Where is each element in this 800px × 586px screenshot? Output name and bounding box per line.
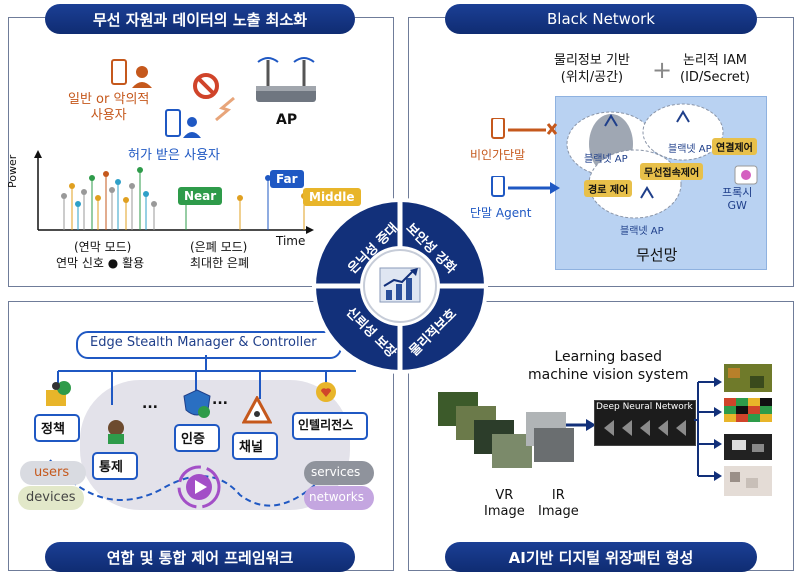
policy-node[interactable] xyxy=(34,414,80,442)
play-cycle-icon xyxy=(177,465,221,509)
unauthorized-user-icon xyxy=(111,59,152,88)
ap-label: AP xyxy=(276,112,298,128)
auth-node[interactable] xyxy=(174,424,220,452)
networks-pill xyxy=(304,486,374,510)
policy-label: 정책 xyxy=(41,422,65,437)
middle-chip: Middle xyxy=(303,188,361,206)
networks-label: networks xyxy=(309,490,364,504)
panel-title-black-network: Black Network xyxy=(445,4,757,34)
auth-shield-icon xyxy=(183,389,211,418)
terminal-agent-label: 단말 Agent xyxy=(470,206,532,220)
panel-title-integrated-framework: 연합 및 통합 제어 프레임워크 xyxy=(45,542,355,572)
devices-pill xyxy=(18,486,84,510)
users-label: users xyxy=(34,465,70,480)
dnn-label: Deep Neural Network xyxy=(596,402,693,412)
ellipsis-left: ... xyxy=(142,396,158,412)
manager-box xyxy=(76,331,342,359)
channel-label: 채널 xyxy=(239,440,263,455)
vision-system-label: Learning based machine vision system xyxy=(528,349,689,383)
black-ap-3-label: 블랙넷 AP xyxy=(620,226,664,237)
camouflage-pattern-outputs xyxy=(724,364,772,496)
logical-iam-label: 논리적 IAM (ID/Secret) xyxy=(680,53,750,85)
manager-label: Edge Stealth Manager & Controller xyxy=(90,335,317,350)
panel-title-ai-camouflage: AI기반 디지털 위장패턴 형성 xyxy=(445,542,757,572)
flow-curve xyxy=(49,459,331,507)
black-ap-1-label: 블랙넷 AP xyxy=(584,154,628,165)
image-stack xyxy=(438,392,574,468)
lightning-icon xyxy=(215,96,235,122)
path-control-chip: 경로 제어 xyxy=(584,180,633,197)
black-network-diagram xyxy=(566,103,758,219)
unauth-terminal-label: 비인가단말 xyxy=(470,148,526,162)
unauth-terminal-icon xyxy=(491,118,558,139)
power-axis-label: Power xyxy=(6,154,19,188)
services-label: services xyxy=(311,465,361,479)
agent-terminal-icon xyxy=(491,176,560,197)
output-branch-arrows xyxy=(694,377,722,481)
intelligence-icon xyxy=(316,382,336,402)
authorized-user-icon xyxy=(165,109,201,138)
users-pill xyxy=(20,461,86,485)
smoke-signals xyxy=(61,167,157,230)
far-chip: Far xyxy=(270,170,304,188)
vr-image-label: VR Image xyxy=(484,488,525,519)
dnn-layers xyxy=(604,420,686,436)
devices-label: devices xyxy=(26,490,76,505)
manager-connector-lines xyxy=(57,355,356,405)
control-node[interactable] xyxy=(92,452,138,480)
arrow-to-dnn xyxy=(566,419,596,431)
time-axis-label: Time xyxy=(276,234,306,248)
black-ap-2-label: 블랙넷 AP xyxy=(668,144,712,155)
ellipsis-right: ... xyxy=(212,392,228,408)
stealth-mode-label: (은폐 모드) xyxy=(190,240,248,254)
signal-power-chart xyxy=(34,150,314,234)
general-user-label: 일반 or 악의적 사용자 xyxy=(68,92,150,123)
smoke-mode-desc: 연막 신호 ● 활용 xyxy=(56,256,145,270)
smoke-mode-label: (연막 모드) xyxy=(74,240,132,254)
growth-chart-icon xyxy=(379,267,421,303)
intelligence-label: 인텔리전스 xyxy=(298,418,354,432)
near-chip: Near xyxy=(178,187,223,205)
authorized-user-label: 허가 받은 사용자 xyxy=(128,148,220,163)
wireless-network-label: 무선망 xyxy=(636,246,678,264)
policy-icon xyxy=(46,381,71,406)
proxy-gw-label: 프록시 GW xyxy=(722,186,753,212)
router-ap-icon xyxy=(256,57,316,102)
stealth-mode-desc: 최대한 은폐 xyxy=(190,256,250,270)
channel-warning-icon xyxy=(242,396,272,424)
channel-node[interactable] xyxy=(232,432,278,460)
control-label: 통제 xyxy=(99,460,123,475)
wireless-access-control-chip: 무선접속제어 xyxy=(640,163,704,180)
services-pill xyxy=(304,461,374,485)
control-icon xyxy=(108,420,124,444)
plus-sign: + xyxy=(652,56,673,84)
panel-title-wireless-minimization: 무선 자원과 데이터의 노출 최소화 xyxy=(45,4,355,34)
connection-control-chip: 연결제어 xyxy=(712,138,757,155)
physical-info-label: 물리정보 기반 (위치/공간) xyxy=(554,53,630,85)
auth-label: 인증 xyxy=(181,432,205,447)
no-sign-icon xyxy=(193,73,219,99)
ir-image-label: IR Image xyxy=(538,488,579,519)
intelligence-node[interactable] xyxy=(292,412,368,440)
